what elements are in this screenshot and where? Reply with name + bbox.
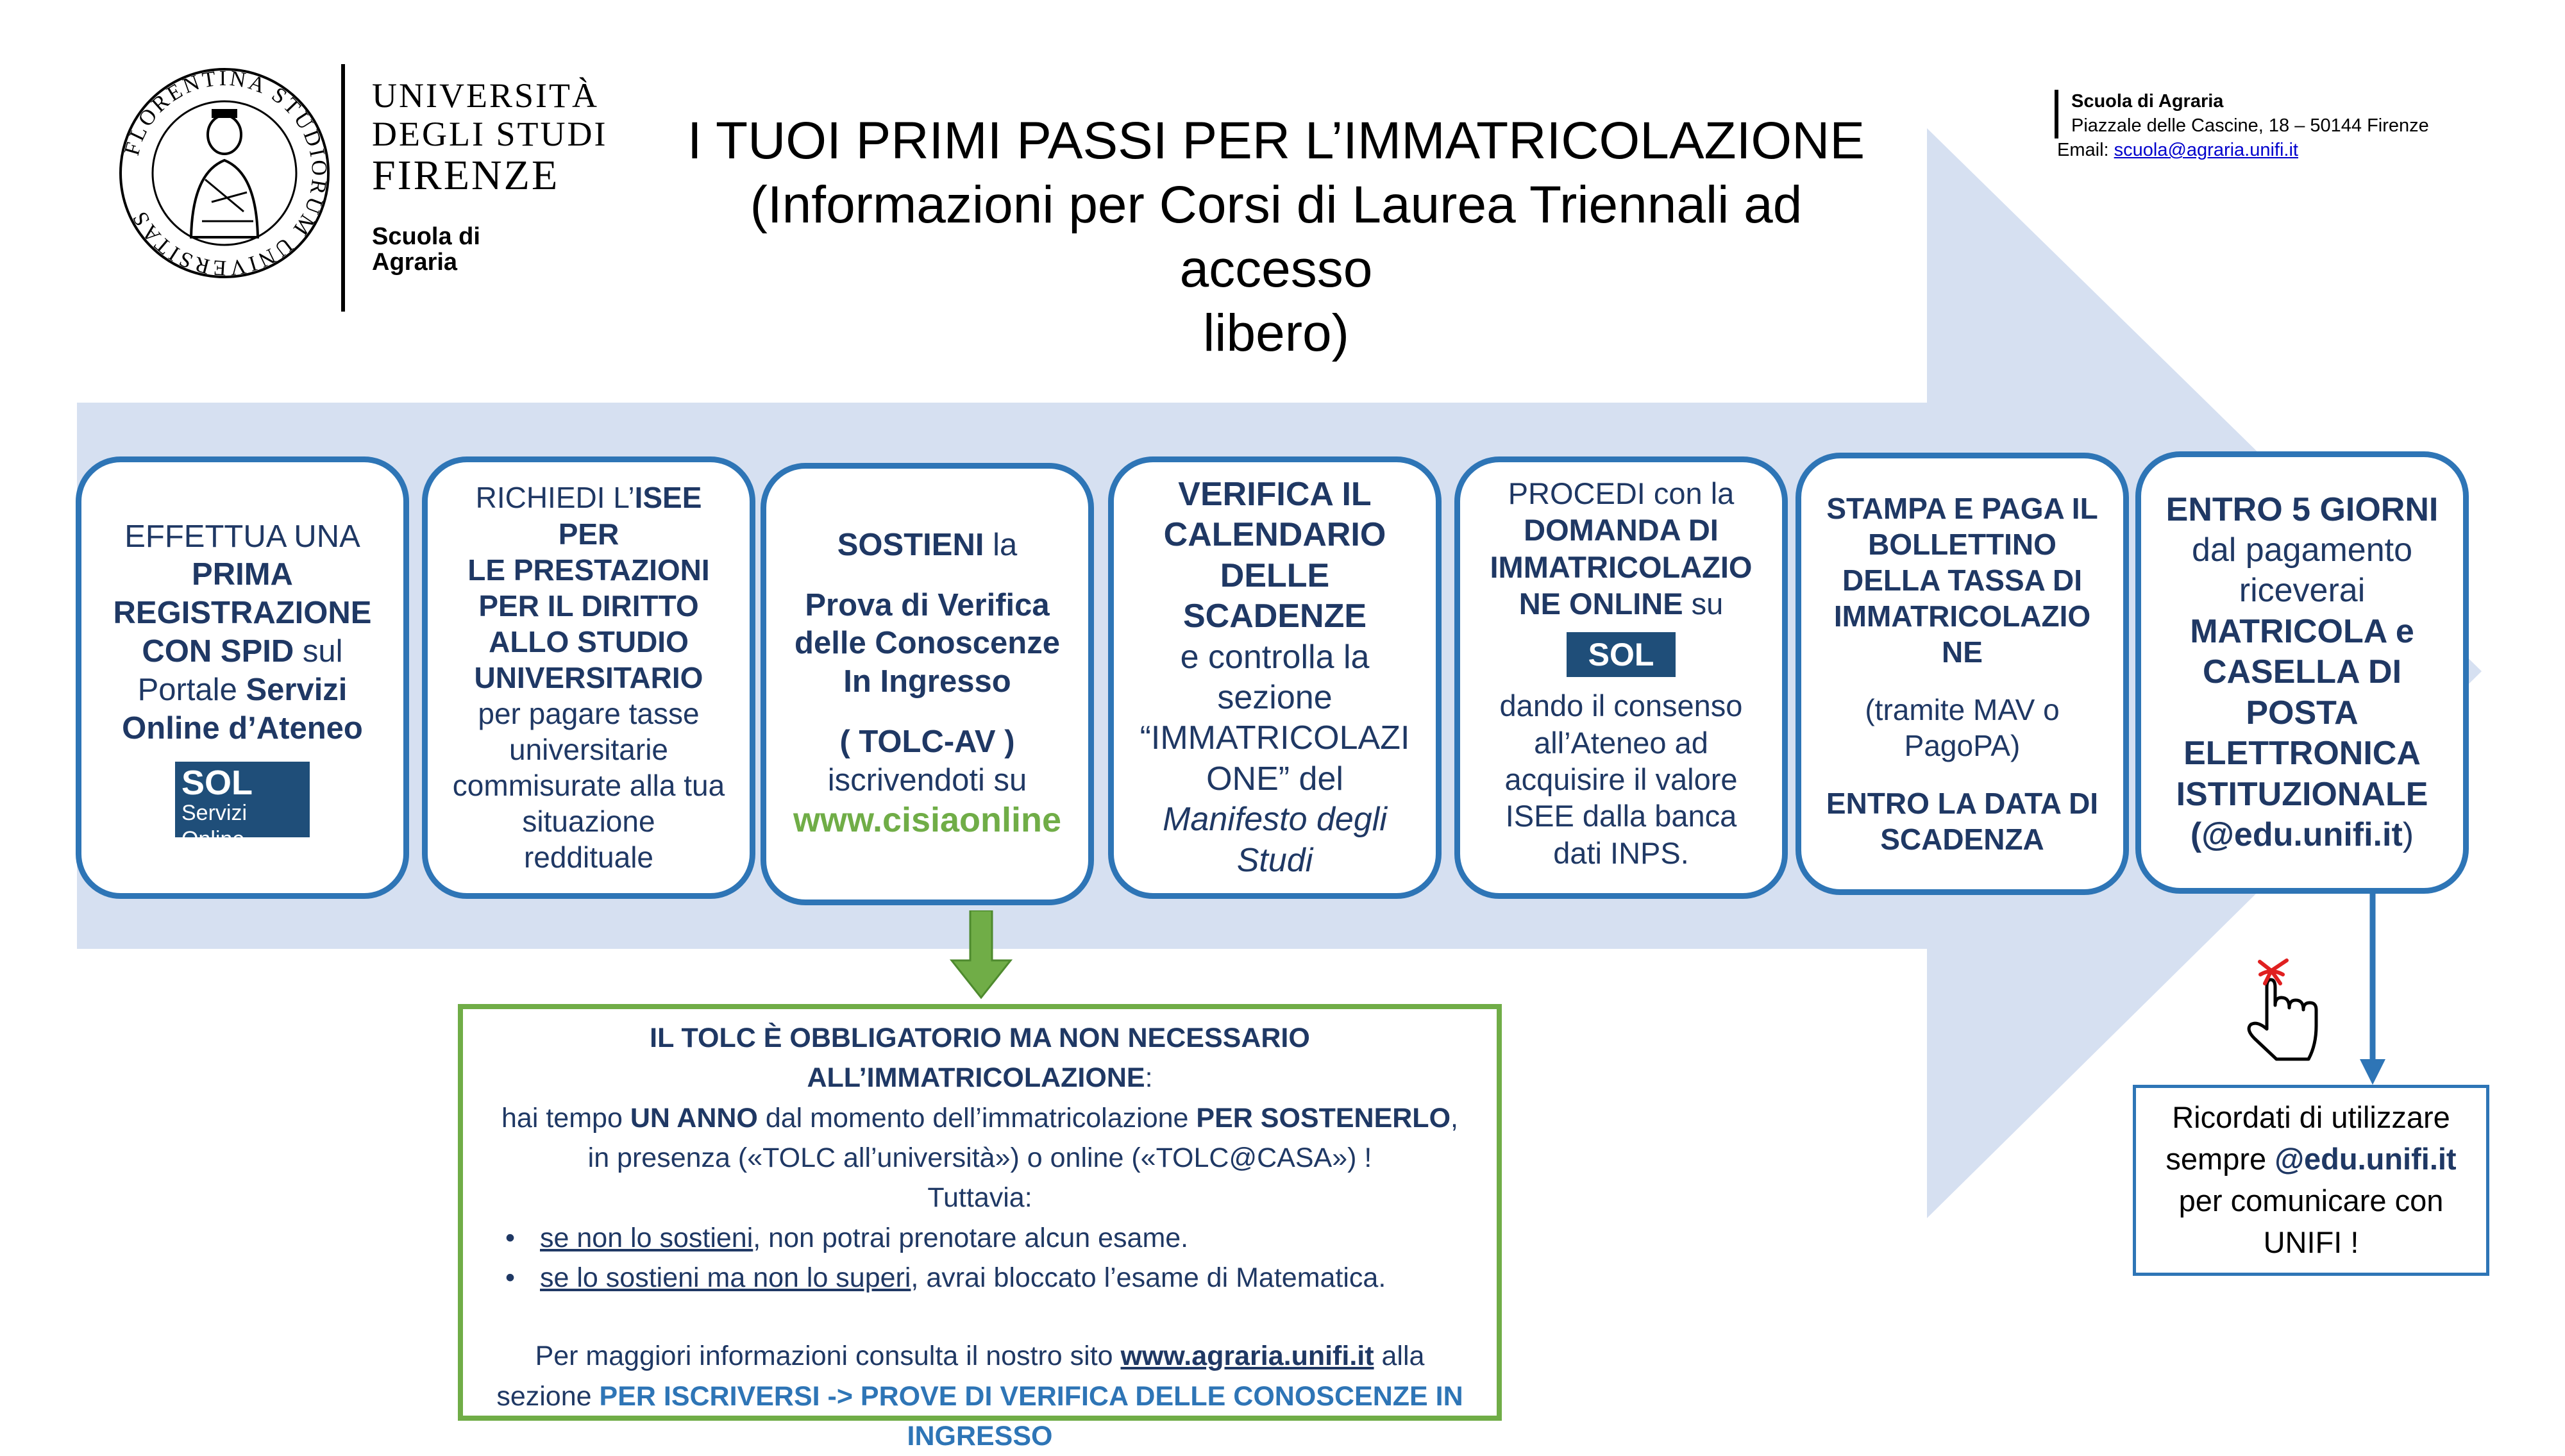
step-7-box: ENTRO 5 GIORNI dal pagamento riceverai M… <box>2135 451 2469 894</box>
step-4-box: VERIFICA IL CALENDARIO DELLE SCADENZE e … <box>1108 456 1442 899</box>
step-5-box: PROCEDI con la DOMANDA DI IMMATRICOLAZIO… <box>1454 456 1788 899</box>
step-3-box: SOSTIENI la Prova di Verifica delle Cono… <box>761 463 1094 905</box>
university-name-line1: UNIVERSITÀ <box>372 76 599 115</box>
step-1-box: EFFETTUA UNA PRIMA REGISTRAZIONE CON SPI… <box>76 456 409 899</box>
university-name-line2: DEGLI STUDI <box>372 115 608 153</box>
list-item: •se lo sostieni ma non lo superi, avrai … <box>505 1262 1386 1294</box>
contact-divider <box>2055 90 2058 138</box>
university-name-line3: FIRENZE <box>372 152 560 199</box>
contact-email-link[interactable]: scuola@agraria.unifi.it <box>2114 140 2298 160</box>
list-item: •se non lo sostieni, non potrai prenotar… <box>505 1222 1189 1253</box>
svg-text:FLORENTINA STUDIORUM UNIVERSIT: FLORENTINA STUDIORUM UNIVERSITAS <box>120 67 331 280</box>
sol-link[interactable]: SOL <box>1567 632 1676 678</box>
contact-address: Piazzale delle Cascine, 18 – 50144 Firen… <box>2071 115 2429 136</box>
contact-block: Scuola di Agraria Piazzale delle Cascine… <box>2071 90 2429 138</box>
agraria-site-link[interactable]: www.agraria.unifi.it <box>1120 1341 1374 1372</box>
university-seal-icon: FLORENTINA STUDIORUM UNIVERSITAS <box>119 67 331 280</box>
finger-ribbon-icon <box>2247 958 2318 1061</box>
contact-name: Scuola di Agraria <box>2071 91 2224 112</box>
blue-down-arrow-icon <box>2360 894 2385 1085</box>
sol-services-link[interactable]: SOL Servizi Online <box>175 762 310 851</box>
tolc-info-box: IL TOLC È OBBLIGATORIO MA NON NECESSARIO… <box>458 1004 1502 1452</box>
logo-divider <box>341 64 345 312</box>
green-down-arrow-icon <box>949 910 1013 1000</box>
reminder-box: Ricordati di utilizzare sempre @edu.unif… <box>2133 1085 2489 1276</box>
step-2-box: RICHIEDI L’ISEE PER LE PRESTAZIONI PER I… <box>422 456 755 899</box>
contact-email-row: Email: scuola@agraria.unifi.it <box>2057 140 2298 160</box>
page-title: I TUOI PRIMI PASSI PER L’IMMATRICOLAZION… <box>687 112 1865 363</box>
cisiaonline-link[interactable]: www.cisiaonline <box>793 801 1062 840</box>
step-6-box: STAMPA E PAGA IL BOLLETTINO DELLA TASSA … <box>1796 453 2129 895</box>
